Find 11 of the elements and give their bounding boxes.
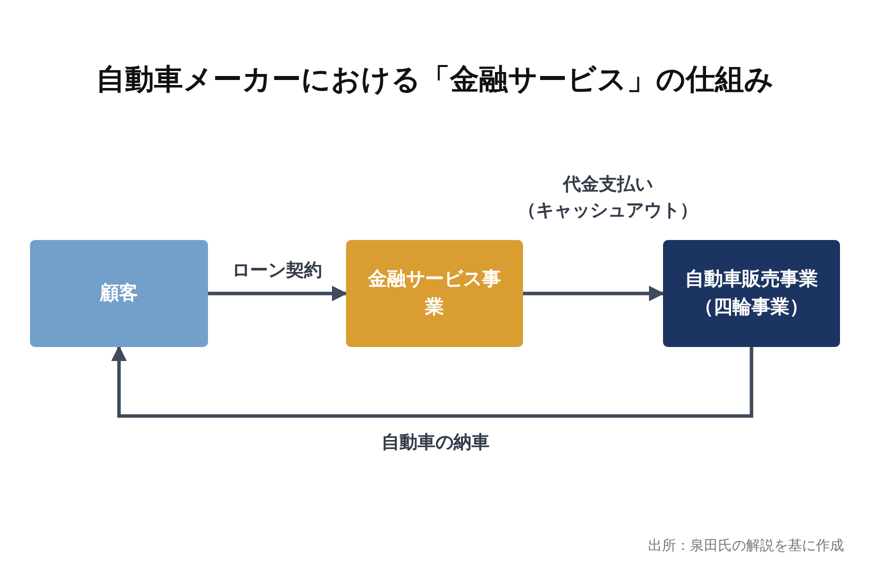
title: 自動車メーカーにおける「金融サービス」の仕組み (95, 61, 775, 98)
arrow (523, 286, 665, 302)
source-note: 出所：泉田氏の解説を基に作成 (648, 537, 844, 555)
business-box (663, 240, 840, 347)
box-label: 金融サービス事業 (366, 266, 502, 320)
arrow (111, 345, 754, 418)
service-box (346, 240, 523, 347)
box-label: 自動車販売事業（四輪事業） (684, 266, 819, 320)
customer-box (30, 240, 208, 347)
arrow (208, 286, 348, 302)
box-label: 顧客 (100, 280, 138, 306)
